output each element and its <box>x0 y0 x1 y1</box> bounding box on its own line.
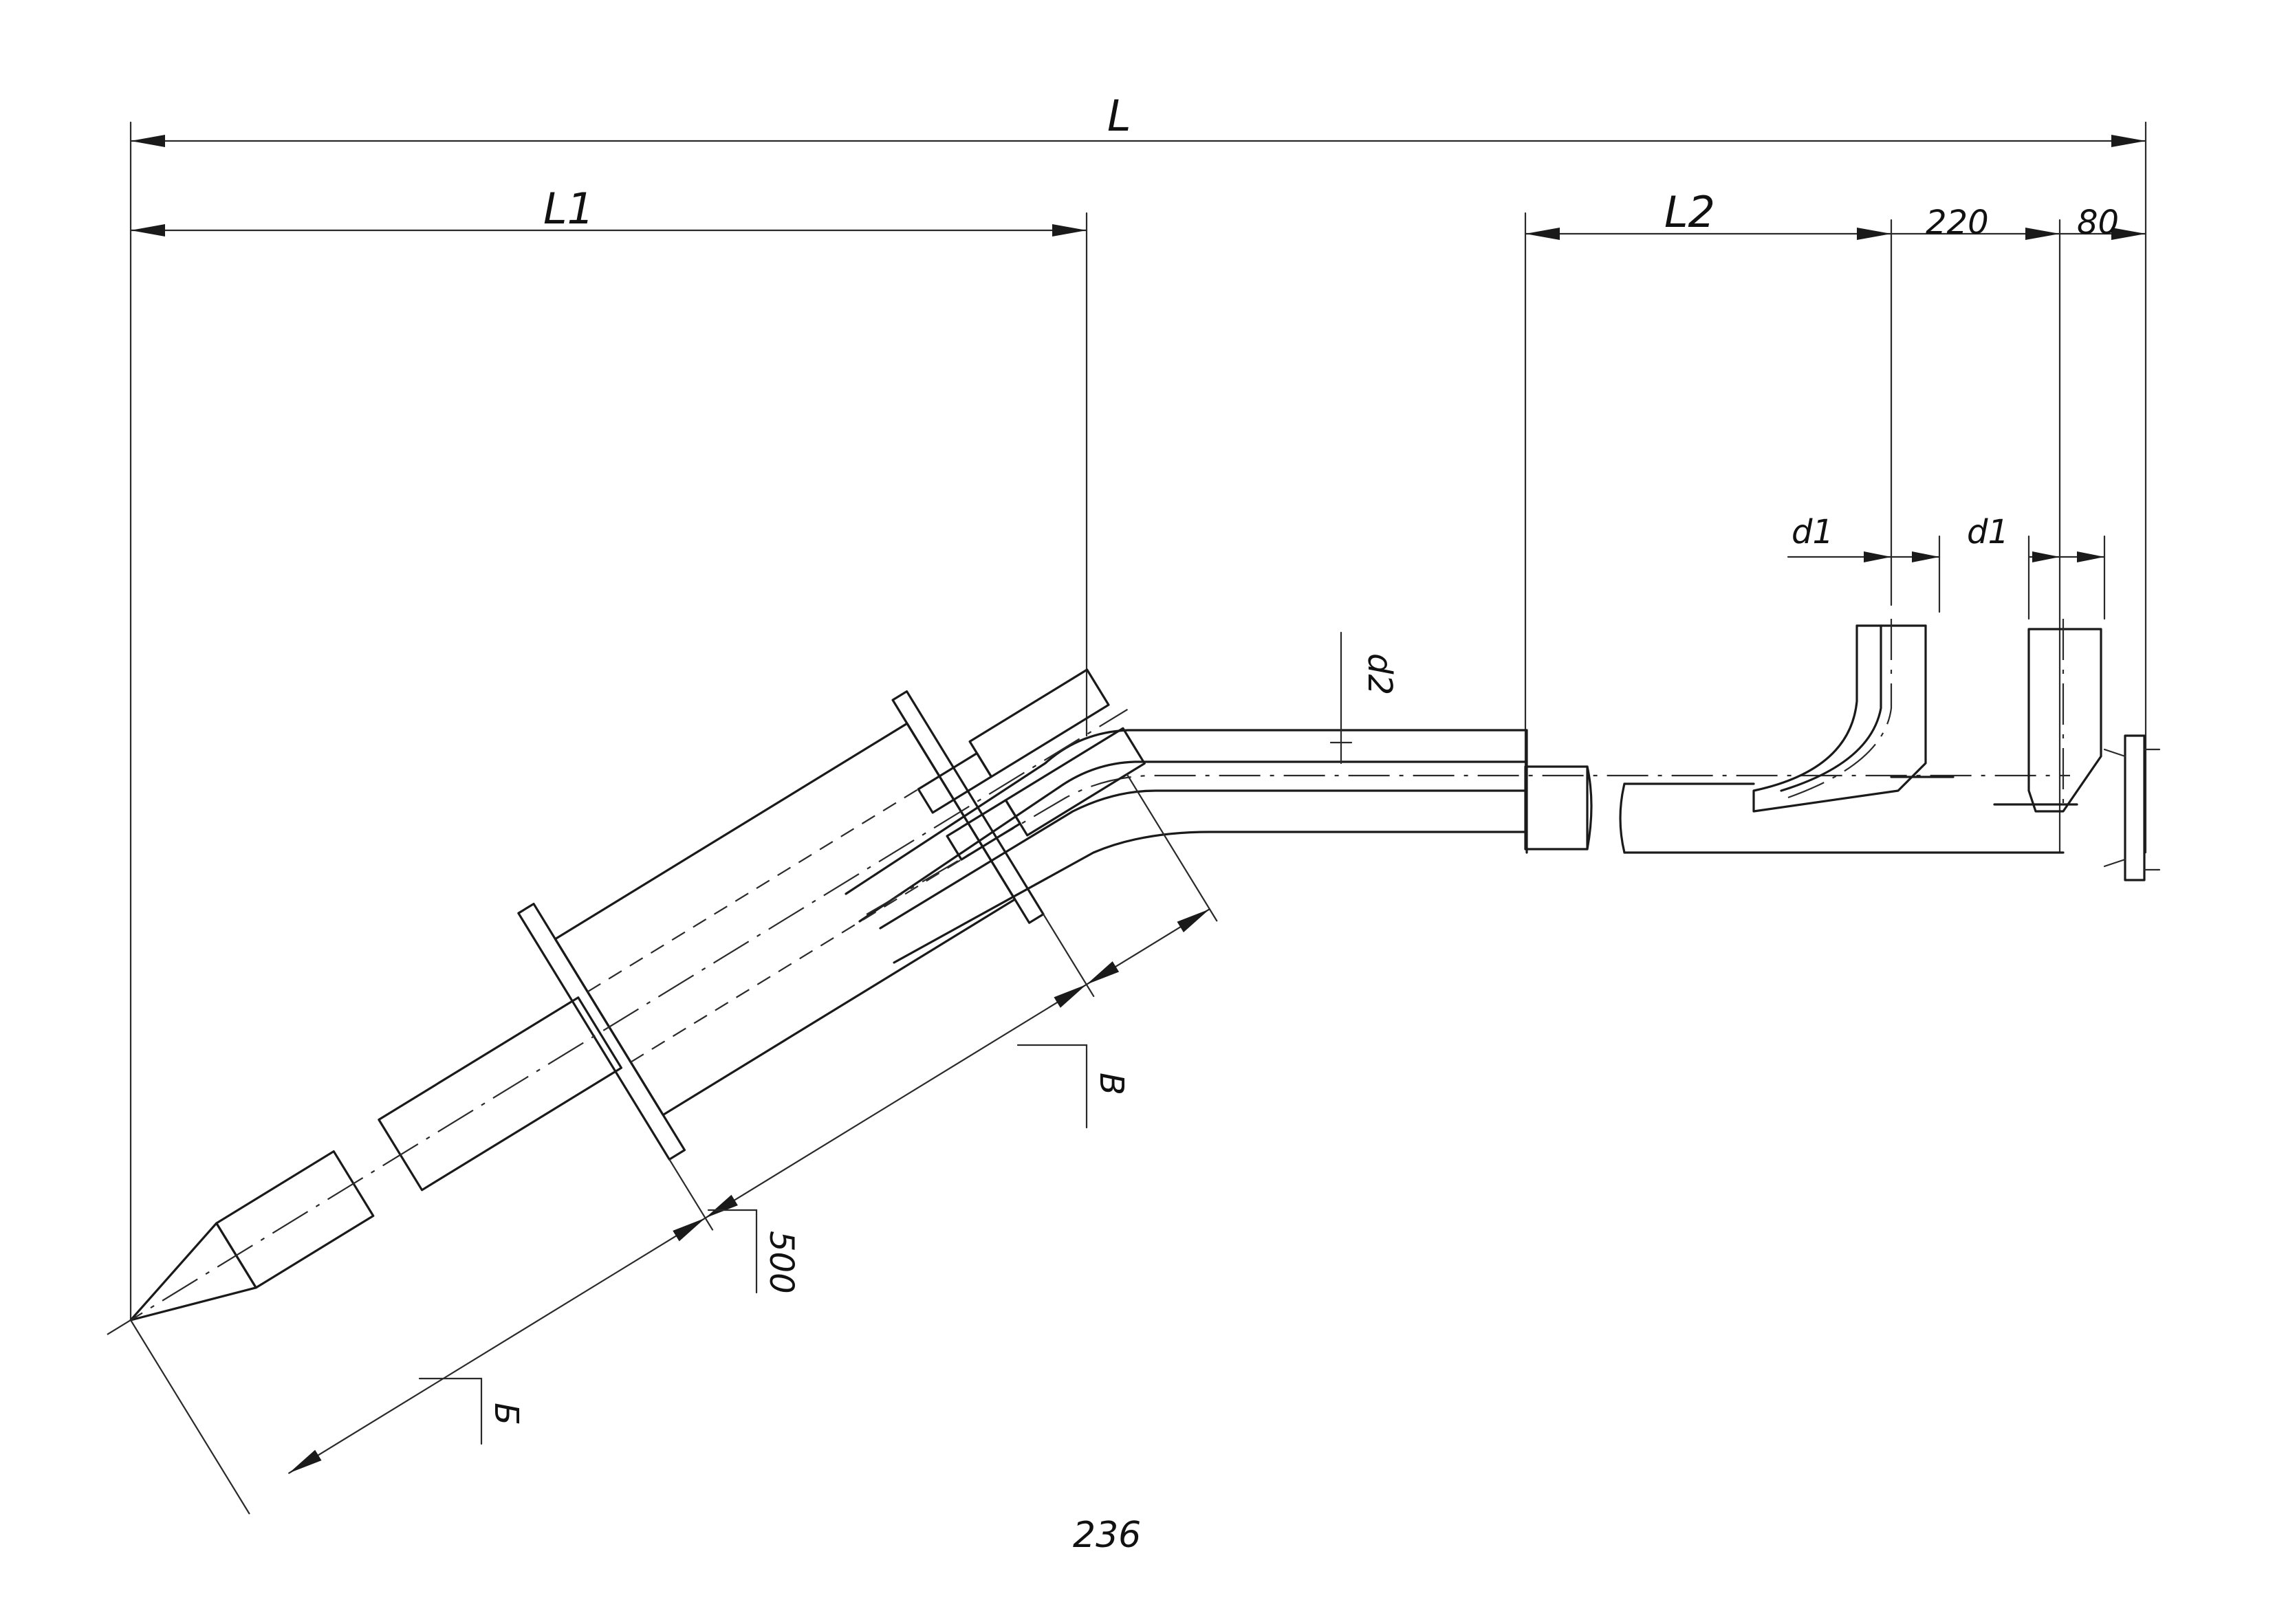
dimension-d2-label: d2 <box>1360 653 1399 695</box>
dimension-L: L <box>129 91 2147 1321</box>
end-flange <box>2103 734 2161 881</box>
branch-straight-right: d1 <box>1967 513 2106 813</box>
callout-500-label: 500 <box>762 1231 801 1294</box>
dimension-d1-right-label: d1 <box>1967 513 2009 551</box>
callout-B: B <box>1016 1044 1131 1129</box>
angled-assembly <box>107 668 1218 1515</box>
callout-500: 500 <box>707 1209 801 1294</box>
branch-elbow-left: d1 <box>1752 513 1941 813</box>
dimension-L2-chain: L2 220 80 <box>1524 187 2147 854</box>
dimension-L1: L1 <box>129 184 1088 737</box>
dimension-L2-label: L2 <box>1664 187 1715 237</box>
callout-B-label: B <box>1092 1073 1131 1095</box>
dimension-220-label: 220 <box>1926 204 1989 242</box>
dimension-L1-label: L1 <box>543 184 594 234</box>
callout-Б: Б <box>418 1377 525 1445</box>
horizontal-pipe <box>845 729 2070 964</box>
page-number: 236 <box>1073 1515 1141 1556</box>
dimension-d2: d2 <box>1329 631 1399 765</box>
callout-Б-label: Б <box>487 1403 525 1425</box>
dimension-d1-left-label: d1 <box>1792 513 1833 551</box>
dimension-80-label: 80 <box>2077 204 2119 242</box>
dimension-L-label: L <box>1107 91 1131 141</box>
